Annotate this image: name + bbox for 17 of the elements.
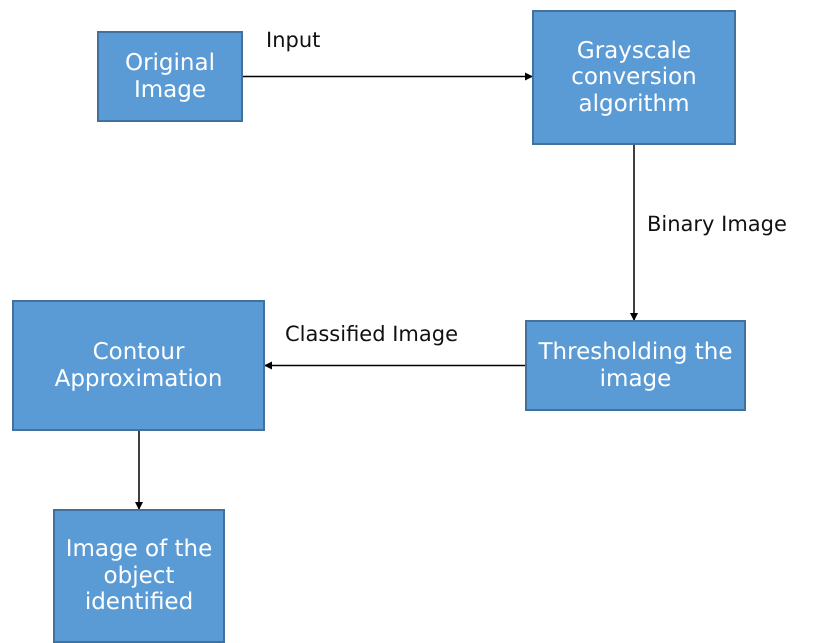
box-label: Grayscale conversion algorithm [570, 38, 698, 118]
box-label: Image of the object identified [64, 536, 214, 616]
process-box [53, 509, 225, 643]
process-box [532, 10, 736, 145]
edge-label: Binary Image [647, 212, 787, 236]
edge-label: Classified Image [285, 322, 458, 346]
box-label: Thresholding the image [538, 339, 734, 392]
arrow [630, 145, 638, 321]
process-box [12, 300, 265, 431]
box-label: Contour Approximation [54, 339, 224, 392]
box-label: Original Image [124, 50, 216, 103]
arrow [264, 362, 525, 370]
process-box [97, 31, 243, 122]
arrow [135, 431, 143, 510]
arrow [243, 72, 533, 80]
edge-label: Input [266, 28, 320, 52]
process-box [525, 320, 746, 411]
